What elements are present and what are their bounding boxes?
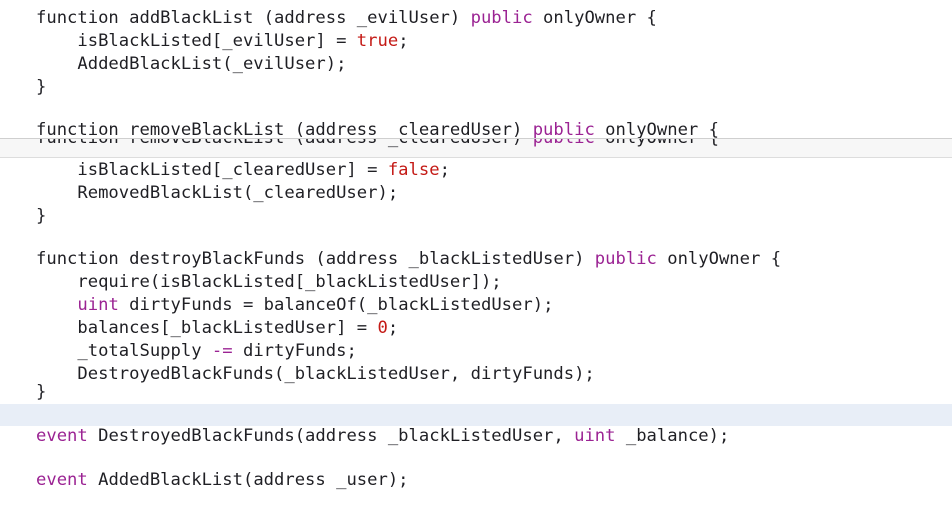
code-line-10[interactable]: require(isBlackListed[_blackListedUser])… <box>36 272 502 292</box>
code-token: onlyOwner { <box>656 249 782 269</box>
code-token: AddedBlackList(address _user); <box>87 470 409 490</box>
code-token: DestroyedBlackFunds(_blackListedUser, di… <box>36 364 595 384</box>
code-line-14[interactable]: DestroyedBlackFunds(_blackListedUser, di… <box>36 364 595 384</box>
current-line-highlight <box>0 404 952 426</box>
code-token: function removeBlackList (address _clear… <box>36 120 533 140</box>
code-line-1[interactable]: function addBlackList (address _evilUser… <box>36 8 657 28</box>
code-token: dirtyFunds; <box>232 341 357 361</box>
literal-token: false <box>387 160 440 180</box>
code-line-16[interactable]: event DestroyedBlackFunds(address _black… <box>36 426 729 446</box>
keyword-token: public <box>532 120 595 140</box>
code-token: DestroyedBlackFunds(address _blackListed… <box>87 426 575 446</box>
code-line-6[interactable]: isBlackListed[_clearedUser] = false; <box>36 160 450 180</box>
code-token: } <box>36 77 47 97</box>
code-line-11[interactable]: uint dirtyFunds = balanceOf(_blackListed… <box>36 295 553 315</box>
keyword-token: event <box>36 426 88 446</box>
code-token: ; <box>387 318 399 338</box>
code-line-13[interactable]: _totalSupply -= dirtyFunds; <box>36 341 357 361</box>
keyword-token: event <box>36 470 88 490</box>
code-token: function destroyBlackFunds (address _bla… <box>36 249 595 269</box>
code-token: isBlackListed[_clearedUser] = <box>36 160 388 180</box>
code-token: } <box>36 382 47 402</box>
keyword-token: public <box>594 249 657 269</box>
keyword-token: -= <box>211 341 233 361</box>
keyword-token: uint <box>77 295 119 315</box>
code-line-17[interactable]: event AddedBlackList(address _user); <box>36 470 409 490</box>
keyword-token: public <box>470 8 533 28</box>
code-token: ; <box>439 160 450 180</box>
literal-token: true <box>356 31 399 51</box>
code-token: AddedBlackList(_evilUser); <box>36 54 347 74</box>
literal-token: 0 <box>377 318 388 338</box>
ghost-token: public <box>532 138 595 148</box>
code-token: ; <box>398 31 409 51</box>
code-token <box>36 295 77 315</box>
code-token: onlyOwner { <box>594 120 719 140</box>
ghost-line: function removeBlackList (address _clear… <box>36 138 719 148</box>
code-token: } <box>36 206 47 226</box>
code-line-9[interactable]: function destroyBlackFunds (address _bla… <box>36 249 781 269</box>
code-line-7[interactable]: RemovedBlackList(_clearedUser); <box>36 183 398 203</box>
code-token: _balance); <box>615 426 730 446</box>
code-token: require(isBlackListed[_blackListedUser])… <box>36 272 502 292</box>
screenshot-seam: function removeBlackList (address _clear… <box>0 138 952 158</box>
code-token: onlyOwner { <box>532 8 657 28</box>
code-token: RemovedBlackList(_clearedUser); <box>36 183 399 203</box>
code-token: function addBlackList (address _evilUser… <box>36 8 471 28</box>
code-line-15[interactable]: } <box>36 382 46 402</box>
ghost-token: onlyOwner { <box>594 138 719 148</box>
code-token: _totalSupply <box>36 341 212 361</box>
code-token: balances[_blackListedUser] = <box>36 318 378 338</box>
code-line-3[interactable]: AddedBlackList(_evilUser); <box>36 54 346 74</box>
ghost-token: function removeBlackList (address _clear… <box>36 138 533 148</box>
code-token: dirtyFunds = balanceOf(_blackListedUser)… <box>118 295 554 315</box>
code-line-2[interactable]: isBlackListed[_evilUser] = true; <box>36 31 409 51</box>
code-line-8[interactable]: } <box>36 206 46 226</box>
code-line-12[interactable]: balances[_blackListedUser] = 0; <box>36 318 398 338</box>
code-token: isBlackListed[_evilUser] = <box>36 31 357 51</box>
code-line-4[interactable]: } <box>36 77 46 97</box>
keyword-token: uint <box>574 426 616 446</box>
code-line-5[interactable]: function removeBlackList (address _clear… <box>36 120 719 140</box>
